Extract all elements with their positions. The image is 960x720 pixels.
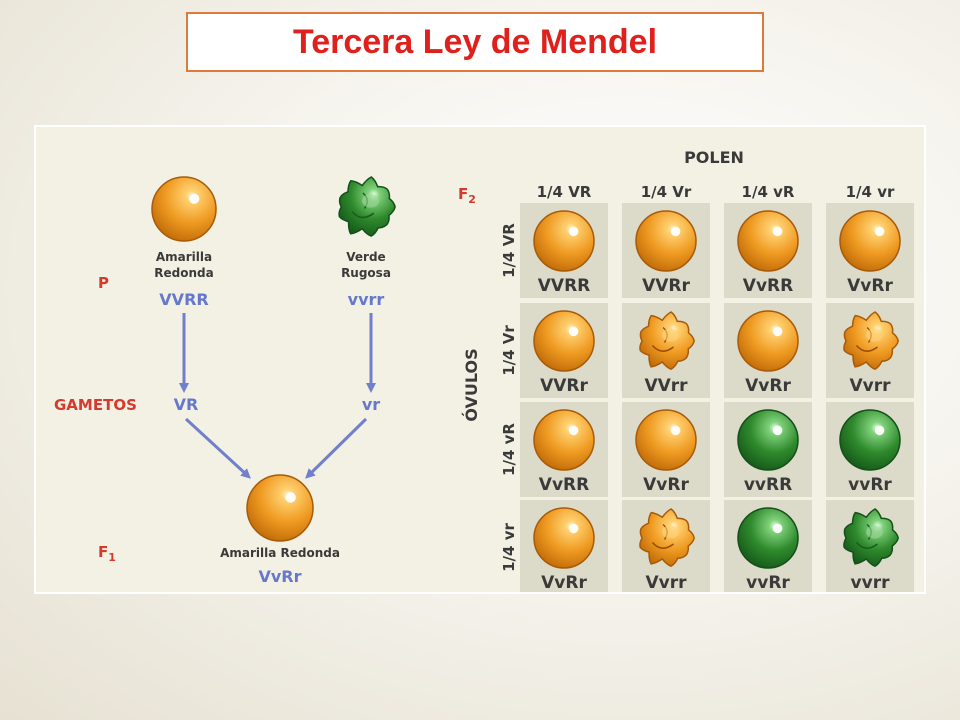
punnett-cell: VvRr: [724, 303, 812, 398]
punnett-genotype: vvRr: [746, 573, 790, 592]
parent2-phenotype-line1: Verde: [346, 250, 385, 264]
seed-yellow-wrinkled: [639, 508, 695, 568]
f1-seed: [246, 474, 314, 542]
pollen-gamete-header: 1/4 Vr: [641, 183, 692, 201]
f1-phenotype: Amarilla Redonda: [220, 546, 340, 560]
punnett-square: POLEN F2 ÓVULOS 1/4 VR 1/4 Vr 1/4 vR 1/4 vr…: [458, 148, 914, 592]
punnett-genotype: VVRr: [540, 376, 588, 396]
ovule-gamete-header: 1/4 VR: [500, 223, 518, 278]
seed-green-round: [737, 507, 799, 569]
mendel-diagram: Amarilla Redonda VVRR Verde Rugosa vvrr …: [34, 125, 926, 594]
punnett-cell: vvRR: [724, 402, 812, 497]
parent2-phenotype-line2: Rugosa: [341, 266, 391, 280]
pollen-gamete-header: 1/4 vr: [846, 183, 895, 201]
punnett-cell: VvRr: [622, 402, 710, 497]
parental-cross: Amarilla Redonda VVRR Verde Rugosa vvrr …: [54, 176, 396, 586]
seed-yellow-round: [737, 310, 799, 372]
punnett-cell: VvRR: [724, 203, 812, 298]
generation-p-label: P: [98, 274, 109, 292]
punnett-genotype: VvRr: [643, 475, 689, 495]
punnett-genotype: vvRR: [744, 475, 792, 495]
seed-yellow-round: [533, 409, 595, 471]
punnett-genotype: VvRR: [743, 276, 793, 296]
punnett-cell: VvRr: [826, 203, 914, 298]
punnett-cell: vvRr: [826, 402, 914, 497]
punnett-cell: VVRR: [520, 203, 608, 298]
ovule-gamete-header: 1/4 vR: [500, 423, 518, 476]
seed-yellow-round: [533, 310, 595, 372]
punnett-cell: VVRr: [622, 203, 710, 298]
ovule-gamete-header: 1/4 vr: [500, 523, 518, 572]
seed-yellow-round: [246, 474, 314, 542]
parent1-phenotype-line2: Redonda: [154, 266, 213, 280]
pollen-gamete-header: 1/4 vR: [742, 183, 795, 201]
parent1-genotype: VVRR: [159, 290, 208, 309]
seed-yellow-round: [737, 210, 799, 272]
seed-yellow-round: [533, 210, 595, 272]
seed-yellow-round: [533, 507, 595, 569]
slide-title-box: Tercera Ley de Mendel: [186, 12, 764, 72]
arrow-gamete2-to-f1: [305, 417, 368, 479]
punnett-cell: VVrr: [622, 303, 710, 398]
parent2-gamete: vr: [362, 395, 380, 414]
seed-green-wrinkled: [843, 508, 899, 568]
pollen-label: POLEN: [684, 148, 744, 167]
punnett-genotype: VvRr: [745, 376, 791, 396]
punnett-cell: VvRR: [520, 402, 608, 497]
seed-yellow-round: [151, 176, 217, 242]
punnett-genotype: VvRR: [539, 475, 589, 495]
punnett-cell: VVRr: [520, 303, 608, 398]
punnett-genotype: VVrr: [644, 376, 688, 396]
punnett-cell: Vvrr: [826, 303, 914, 398]
punnett-cell: vvRr: [724, 500, 812, 592]
parent1-phenotype-line1: Amarilla: [156, 250, 212, 264]
ovules-label: ÓVULOS: [462, 348, 481, 421]
seed-green-round: [839, 409, 901, 471]
punnett-genotype: VvRr: [847, 276, 893, 296]
slide-title: Tercera Ley de Mendel: [292, 22, 658, 61]
seed-green-round: [737, 409, 799, 471]
generation-f2-label: F2: [458, 185, 476, 206]
diagram-canvas: Amarilla Redonda VVRR Verde Rugosa vvrr …: [54, 148, 914, 592]
punnett-genotype: VVRR: [538, 276, 591, 296]
arrow-gamete1-to-f1: [184, 417, 251, 479]
generation-f1-label: F1: [98, 543, 116, 564]
punnett-genotype: VVRr: [642, 276, 690, 296]
f1-genotype: VvRr: [258, 567, 301, 586]
parent2-genotype: vvrr: [348, 290, 385, 309]
punnett-genotype: VvRr: [541, 573, 587, 592]
seed-yellow-round: [839, 210, 901, 272]
seed-yellow-round: [635, 210, 697, 272]
pollen-gamete-header: 1/4 VR: [537, 183, 592, 201]
parent1-gamete: VR: [174, 395, 199, 414]
punnett-cell: vvrr: [826, 500, 914, 592]
seed-green-wrinkled: [338, 176, 396, 237]
seed-yellow-wrinkled: [843, 311, 899, 371]
punnett-genotype: vvRr: [848, 475, 892, 495]
punnett-genotype: vvrr: [851, 573, 891, 592]
ovule-gamete-header: 1/4 Vr: [500, 325, 518, 376]
seed-yellow-wrinkled: [639, 311, 695, 371]
punnett-cell: VvRr: [520, 500, 608, 592]
punnett-genotype: Vvrr: [645, 573, 687, 592]
gametes-label: GAMETOS: [54, 396, 137, 414]
parent2-seed: [338, 176, 396, 237]
punnett-cell: Vvrr: [622, 500, 710, 592]
parent1-seed: [151, 176, 217, 242]
seed-yellow-round: [635, 409, 697, 471]
punnett-genotype: Vvrr: [849, 376, 891, 396]
